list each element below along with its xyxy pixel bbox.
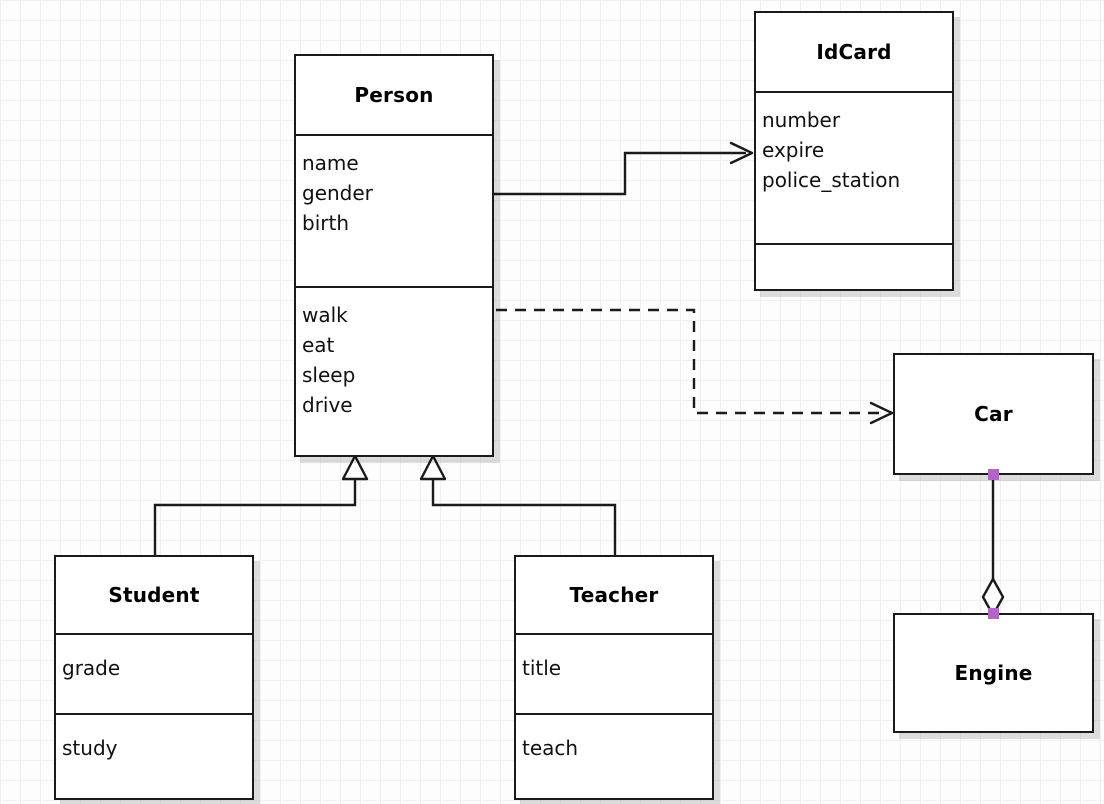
methods-person: walk eat sleep drive [296, 286, 492, 455]
class-title-person: Person [354, 83, 434, 107]
class-title-teacher: Teacher [569, 583, 659, 607]
attribute-item: number [762, 108, 841, 132]
uml-class-engine[interactable]: Engine [893, 613, 1094, 733]
attribute-item: name [302, 151, 359, 175]
attribute-item: gender [302, 181, 373, 205]
edge-handle-engine-end[interactable] [988, 608, 999, 619]
generalization-student-person[interactable] [153, 454, 369, 556]
attribute-item: birth [302, 211, 349, 235]
methods-teacher: teach [516, 713, 712, 799]
dependency-person-car[interactable] [496, 308, 894, 425]
hollow-triangle-icon [341, 454, 369, 481]
uml-class-person[interactable]: Person name gender birth walk eat sleep … [294, 54, 494, 457]
attribute-item: grade [62, 656, 121, 680]
uml-class-idcard[interactable]: IdCard number expire police_station [754, 11, 954, 291]
open-arrowhead-icon [869, 401, 894, 425]
class-title-engine: Engine [954, 661, 1033, 685]
method-item: drive [302, 393, 353, 417]
attribute-item: title [522, 656, 562, 680]
class-title-student: Student [108, 583, 200, 607]
method-item: walk [302, 303, 348, 327]
method-item: teach [522, 736, 579, 760]
uml-class-teacher[interactable]: Teacher title teach [514, 555, 714, 800]
edge-handle-car-end[interactable] [988, 469, 999, 480]
generalization-teacher-person[interactable] [419, 454, 617, 556]
attributes-teacher: title [516, 633, 712, 713]
hollow-triangle-icon [419, 454, 447, 481]
methods-student: study [56, 713, 252, 799]
aggregation-car-engine[interactable] [981, 475, 1005, 617]
uml-class-car[interactable]: Car [893, 353, 1094, 475]
method-item: study [62, 736, 118, 760]
attribute-item: expire [762, 138, 825, 162]
class-title-idcard: IdCard [816, 40, 892, 64]
association-person-idcard[interactable] [494, 141, 754, 196]
methods-idcard [756, 243, 952, 289]
uml-class-student[interactable]: Student grade study [54, 555, 254, 800]
open-arrowhead-icon [729, 141, 754, 165]
attributes-idcard: number expire police_station [756, 91, 952, 243]
attribute-item: police_station [762, 168, 901, 192]
method-item: eat [302, 333, 335, 357]
attributes-student: grade [56, 633, 252, 713]
attributes-person: name gender birth [296, 134, 492, 286]
class-title-car: Car [974, 402, 1013, 426]
method-item: sleep [302, 363, 356, 387]
